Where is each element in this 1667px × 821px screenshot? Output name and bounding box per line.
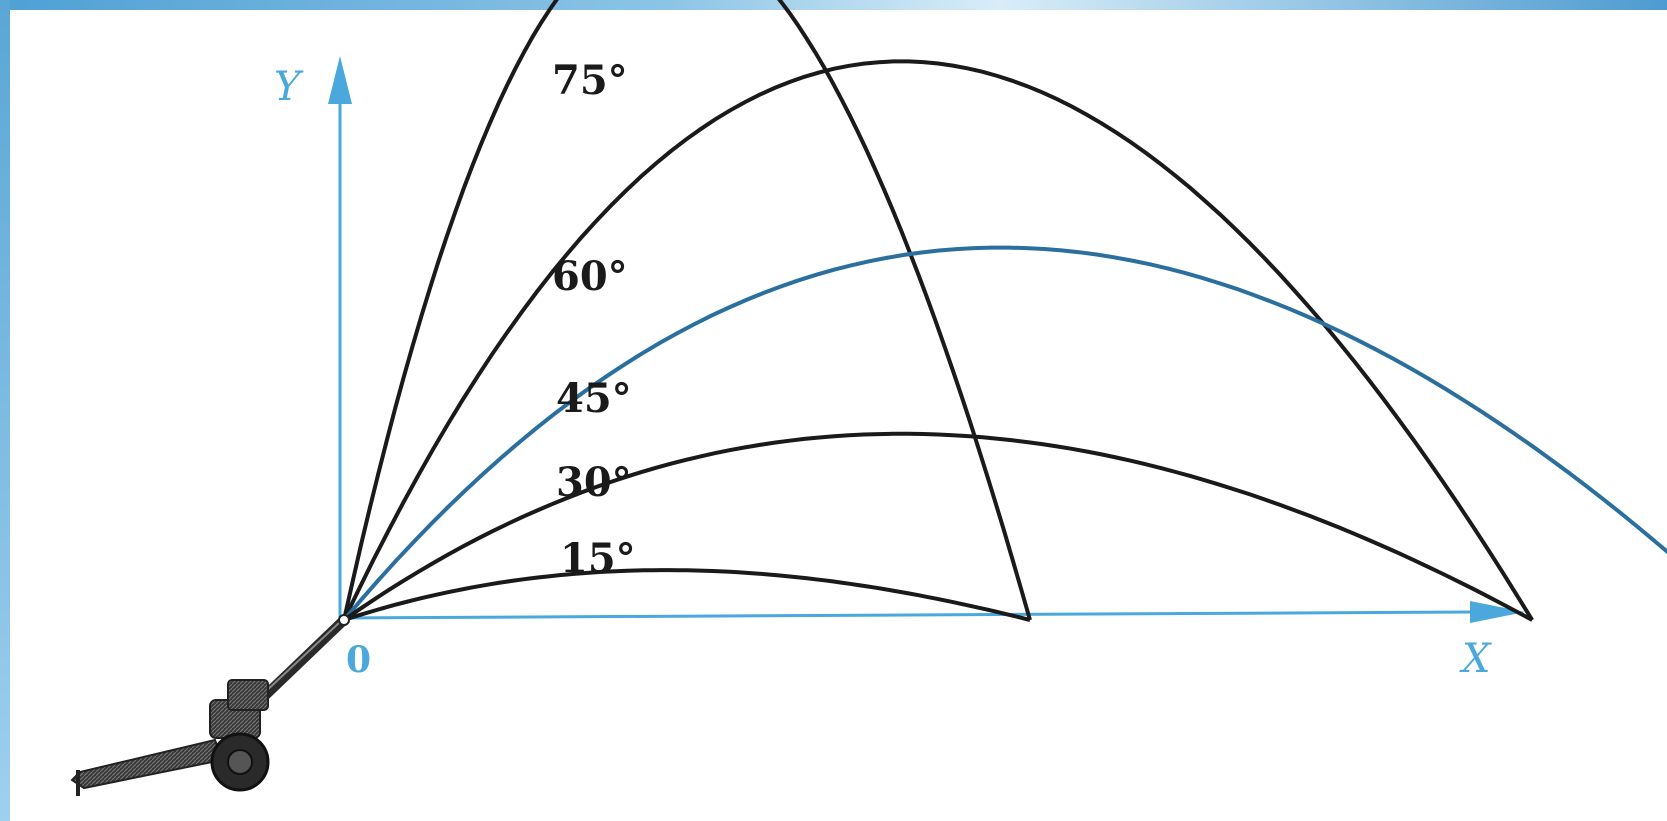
diagram-paper (10, 10, 1667, 821)
angle-label-15: 15° (560, 535, 636, 582)
y-axis-label: Y (274, 64, 304, 110)
angle-label-60: 60° (552, 253, 628, 300)
trajectory-75 (342, 0, 1032, 621)
y-axis-arrow-icon (328, 56, 352, 104)
trajectory-15 (343, 568, 1031, 622)
x-axis-line (339, 610, 1476, 620)
trajectory-curves (342, 0, 1667, 622)
x-axis-label: X (1459, 636, 1492, 682)
trajectory-60 (342, 59, 1534, 622)
angle-label-75: 75° (552, 57, 628, 104)
x-axis-arrow-icon (1470, 601, 1525, 623)
trajectory-30 (342, 431, 1534, 622)
cannon-icon (70, 614, 350, 796)
origin-label: 0 (346, 639, 371, 681)
trajectory-45 (342, 245, 1667, 622)
axes (328, 56, 1525, 623)
angle-label-30: 30° (556, 459, 632, 506)
angle-label-45: 45° (556, 375, 632, 422)
left-frame-band (0, 0, 10, 821)
top-frame-band (0, 0, 1667, 10)
